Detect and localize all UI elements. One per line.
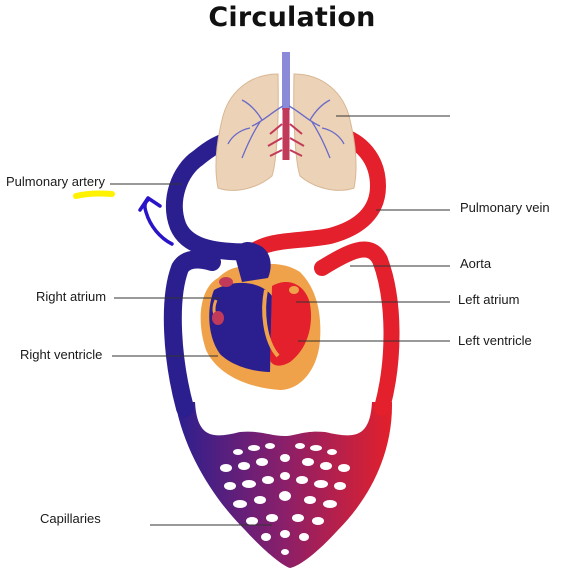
highlighter-mark <box>76 193 112 196</box>
label-left-atrium: Left atrium <box>458 292 519 307</box>
diagram-title: Circulation <box>0 2 584 33</box>
label-left-ventricle: Left ventricle <box>458 333 532 348</box>
systemic-artery <box>322 250 392 408</box>
lungs <box>216 52 356 190</box>
annotation-arrowhead <box>140 198 160 210</box>
label-right-ventricle: Right ventricle <box>20 347 102 362</box>
label-capillaries: Capillaries <box>40 511 101 526</box>
label-pulmonary-vein: Pulmonary vein <box>460 200 550 215</box>
label-right-atrium: Right atrium <box>36 289 106 304</box>
label-aorta: Aorta <box>460 256 491 271</box>
label-pulmonary-artery: Pulmonary artery <box>6 174 105 189</box>
capillary-bed <box>175 402 392 568</box>
